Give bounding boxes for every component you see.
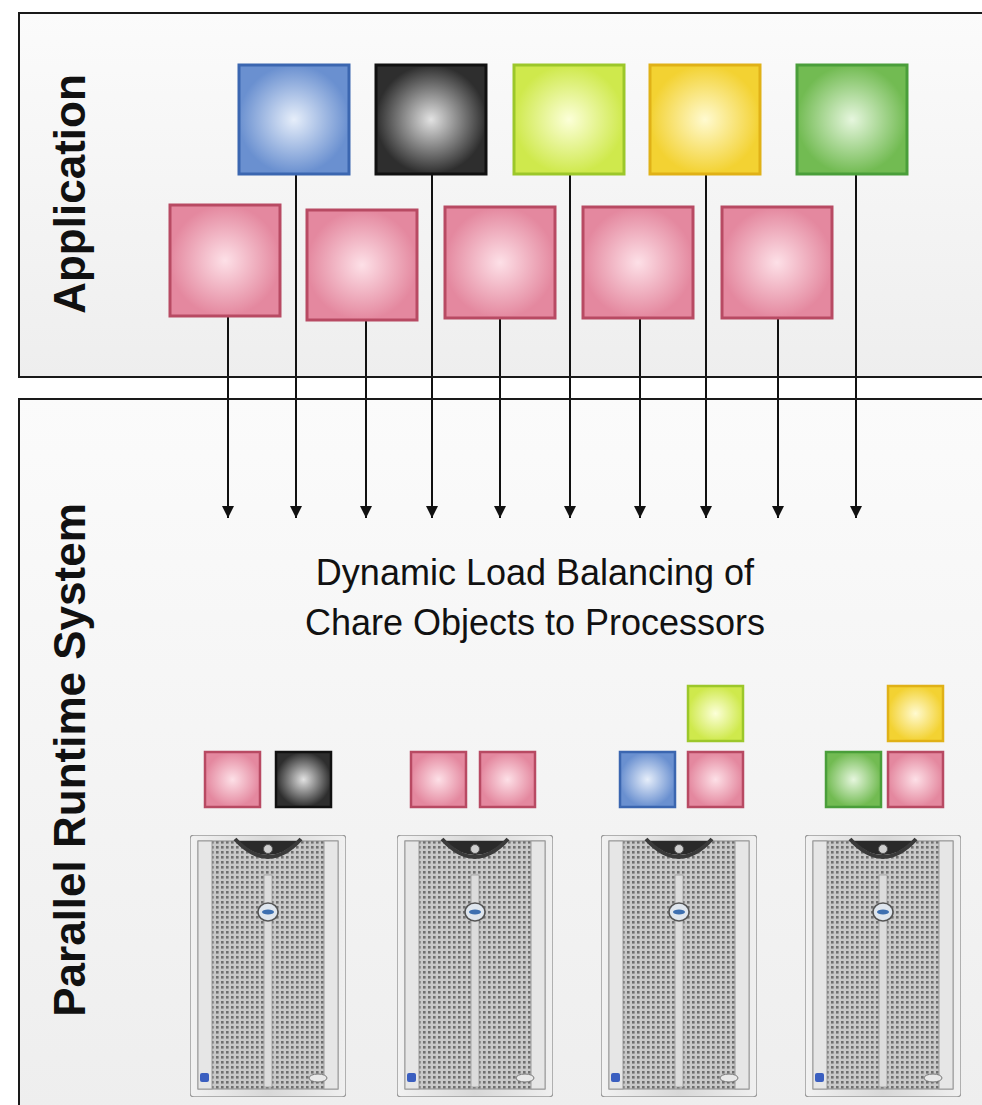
chare-object xyxy=(205,752,260,807)
chare-object xyxy=(170,205,280,316)
arrow xyxy=(227,316,229,518)
chare-object xyxy=(888,752,943,807)
arrow xyxy=(295,174,297,518)
layer-panel: Application xyxy=(18,12,982,378)
chare-object xyxy=(376,65,486,174)
caption-text: Dynamic Load Balancing of Chare Objects … xyxy=(155,548,915,648)
arrow xyxy=(855,174,857,518)
layer-panel: Parallel Runtime System xyxy=(18,398,982,1105)
arrow xyxy=(499,318,501,518)
server-tower xyxy=(805,835,961,1097)
arrow xyxy=(569,174,571,518)
arrow-group xyxy=(228,174,856,518)
arrow xyxy=(639,318,641,518)
chare-object xyxy=(688,752,743,807)
server-tower xyxy=(601,835,757,1097)
arrow xyxy=(777,318,779,518)
arrow xyxy=(365,320,367,518)
arrow xyxy=(705,174,707,518)
chare-object xyxy=(888,686,943,741)
server-tower xyxy=(190,835,346,1097)
chare-object xyxy=(688,686,743,741)
chare-object xyxy=(620,752,675,807)
chare-object xyxy=(307,210,417,320)
chare-object xyxy=(276,752,331,807)
chare-object xyxy=(722,207,832,318)
chare-object xyxy=(514,65,624,174)
layer-title: Application xyxy=(48,74,92,314)
server-tower xyxy=(397,835,553,1097)
chare-object xyxy=(826,752,881,807)
chare-object xyxy=(583,207,693,318)
chare-object xyxy=(239,65,349,174)
chare-object xyxy=(445,207,555,318)
arrow xyxy=(431,174,433,518)
chare-object xyxy=(797,65,907,174)
layer-title: Parallel Runtime System xyxy=(48,503,92,1017)
chare-object xyxy=(650,65,760,174)
chare-object xyxy=(480,752,535,807)
chare-object xyxy=(411,752,466,807)
